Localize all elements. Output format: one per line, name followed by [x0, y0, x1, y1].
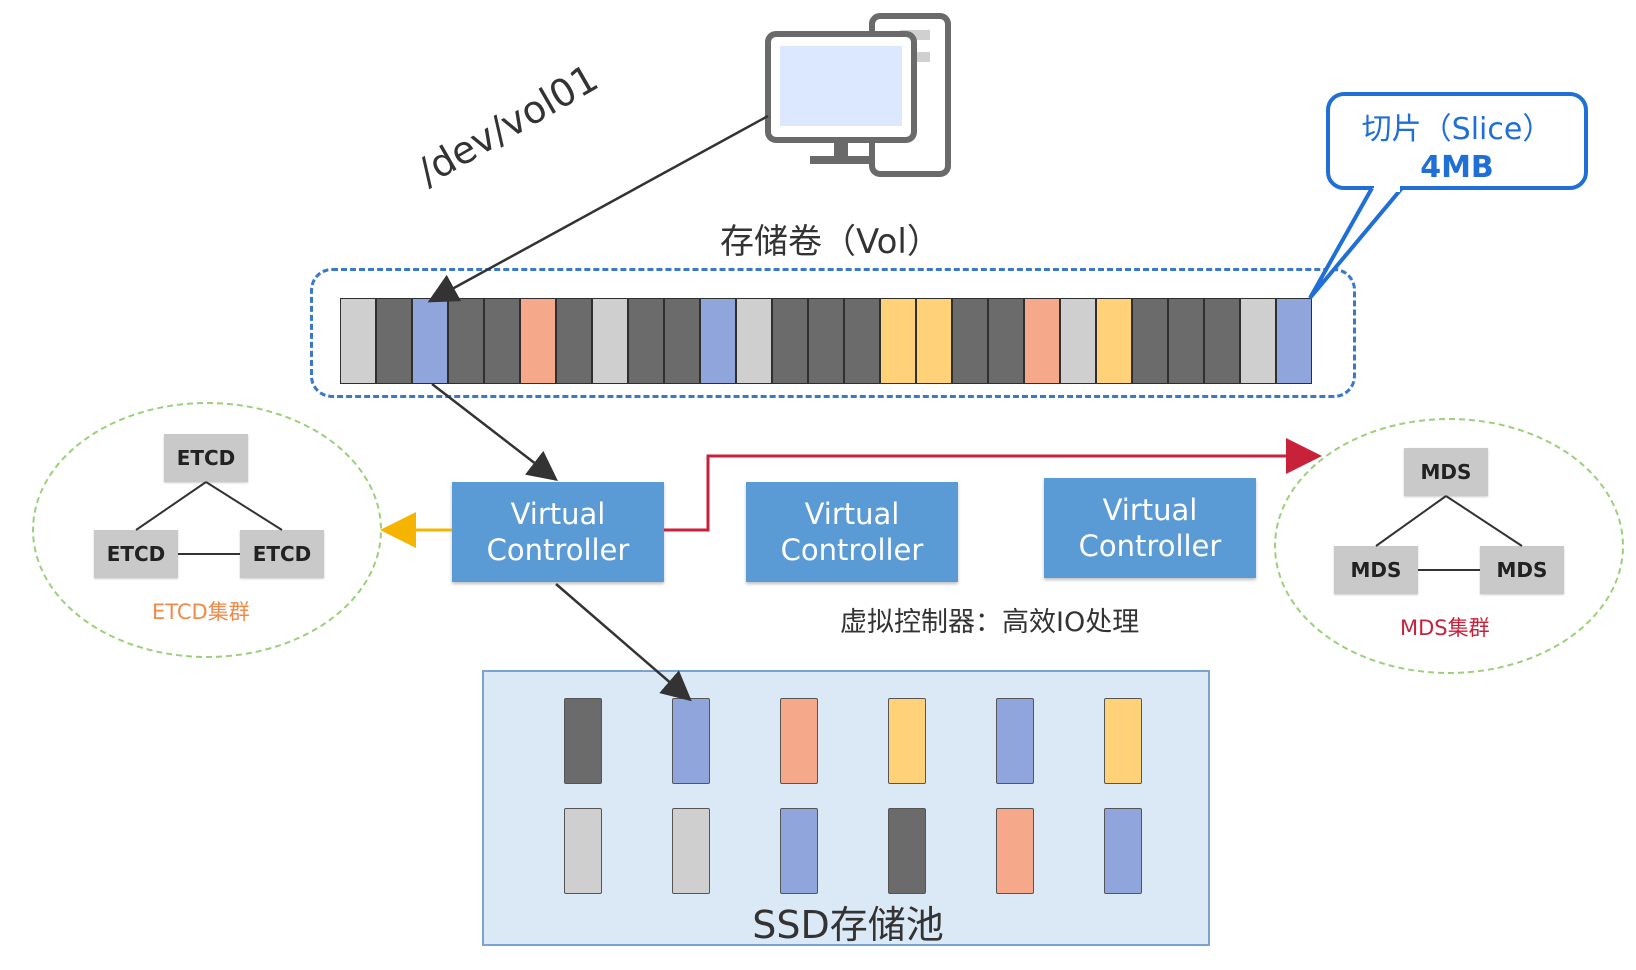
volume-slice — [340, 298, 376, 384]
volume-slice — [844, 298, 880, 384]
ssd-disk — [996, 698, 1034, 784]
etcd-link — [135, 481, 207, 531]
volume-slice — [916, 298, 952, 384]
volume-slice — [556, 298, 592, 384]
etcd-node-right: ETCD — [240, 530, 324, 578]
ssd-disk — [888, 698, 926, 784]
volume-slice — [1132, 298, 1168, 384]
volume-slice — [1060, 298, 1096, 384]
volume-slices — [340, 298, 1312, 384]
vc-line2: Controller — [1078, 529, 1222, 563]
volume-container — [310, 268, 1356, 398]
virtual-controller-3: Virtual Controller — [1044, 478, 1256, 578]
mds-link — [1445, 495, 1523, 547]
volume-slice — [484, 298, 520, 384]
ssd-disk — [672, 698, 710, 784]
ssd-disk — [996, 808, 1034, 894]
mds-link — [1375, 495, 1447, 547]
volume-slice — [448, 298, 484, 384]
io-arrow-volume-to-controller — [431, 383, 558, 482]
vc-line2: Controller — [780, 533, 924, 567]
volume-slice — [880, 298, 916, 384]
slice-callout: 切片（Slice） 4MB — [1326, 92, 1588, 190]
ssd-disk — [564, 698, 602, 784]
io-arrow-controller-to-pool — [555, 583, 692, 702]
etcd-node-top: ETCD — [164, 434, 248, 482]
ssd-disk — [780, 698, 818, 784]
volume-slice — [1276, 298, 1312, 384]
callout-title: 切片（Slice） — [1361, 112, 1553, 147]
etcd-link — [205, 481, 283, 531]
controller-caption: 虚拟控制器：高效IO处理 — [840, 607, 1140, 638]
volume-slice — [664, 298, 700, 384]
mds-cluster-label: MDS集群 — [1400, 616, 1490, 640]
mds-node-top: MDS — [1404, 448, 1488, 496]
mds-node-left: MDS — [1334, 546, 1418, 594]
vc-line1: Virtual — [804, 497, 900, 531]
virtual-controller-1: Virtual Controller — [452, 482, 664, 582]
ssd-disk — [1104, 808, 1142, 894]
virtual-controller-2: Virtual Controller — [746, 482, 958, 582]
volume-slice — [1024, 298, 1060, 384]
volume-slice — [700, 298, 736, 384]
volume-slice — [412, 298, 448, 384]
volume-title: 存储卷（Vol） — [720, 222, 941, 262]
arrow-controller-to-mds — [664, 438, 1322, 532]
ssd-storage-pool: SSD存储池 — [482, 670, 1210, 947]
ssd-disk — [1104, 698, 1142, 784]
mds-cluster — [1274, 418, 1624, 674]
ssd-disk — [672, 808, 710, 894]
volume-slice — [1204, 298, 1240, 384]
volume-slice — [772, 298, 808, 384]
ssd-disk — [780, 808, 818, 894]
vc-line1: Virtual — [510, 497, 606, 531]
io-arrow-host-to-volume — [427, 114, 769, 303]
volume-slice — [1096, 298, 1132, 384]
volume-slice — [988, 298, 1024, 384]
volume-slice — [628, 298, 664, 384]
volume-slice — [1240, 298, 1276, 384]
vc-line1: Virtual — [1102, 493, 1198, 527]
volume-slice — [592, 298, 628, 384]
callout-pointer-mask — [1374, 184, 1400, 192]
callout-pointer — [1308, 186, 1404, 300]
volume-slice — [376, 298, 412, 384]
volume-slice — [736, 298, 772, 384]
ssd-pool-label: SSD存储池 — [752, 903, 944, 947]
callout-size: 4MB — [1420, 150, 1494, 185]
volume-slice — [1168, 298, 1204, 384]
etcd-node-left: ETCD — [94, 530, 178, 578]
volume-slice — [520, 298, 556, 384]
mds-node-right: MDS — [1480, 546, 1564, 594]
computer-icon — [765, 13, 951, 177]
ssd-disk — [888, 808, 926, 894]
etcd-cluster-label: ETCD集群 — [152, 600, 250, 624]
volume-slice — [808, 298, 844, 384]
ssd-disk — [564, 808, 602, 894]
volume-slice — [952, 298, 988, 384]
vc-line2: Controller — [486, 533, 630, 567]
